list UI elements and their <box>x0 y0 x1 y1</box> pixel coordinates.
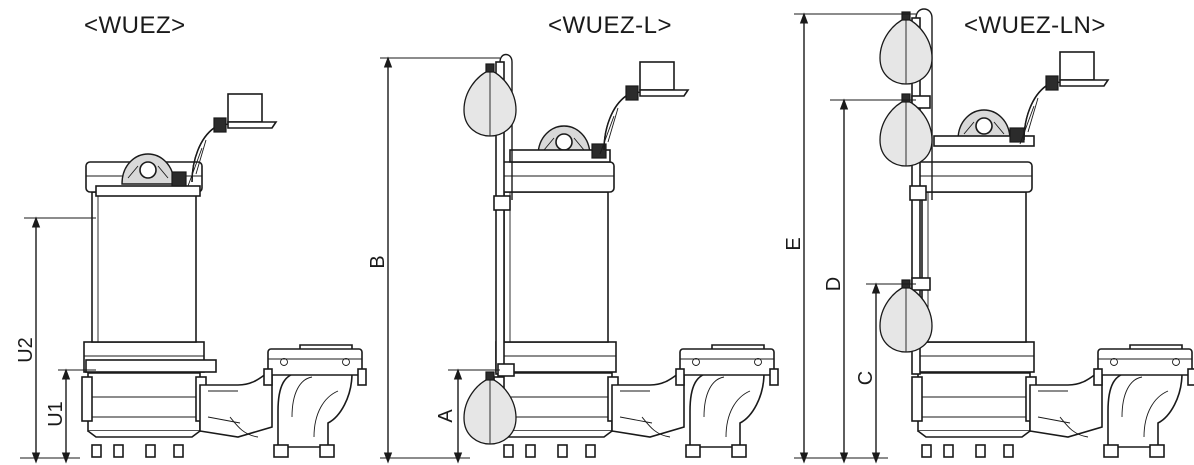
pump-wuez-l <box>463 53 779 458</box>
title-wuez: <WUEZ> <box>84 12 186 39</box>
pump-wuez-ln <box>879 8 1194 458</box>
dim-label-a: A <box>435 409 457 423</box>
title-wuez-ln: <WUEZ-LN> <box>964 12 1106 39</box>
pump-wuez <box>81 93 367 458</box>
dims-wuez-ln: E D C <box>783 12 916 464</box>
dims-wuez: U2 U1 <box>15 216 96 464</box>
dims-wuez-l: B A <box>367 56 500 464</box>
dim-label-u1: U1 <box>45 401 67 427</box>
title-wuez-l: <WUEZ-L> <box>548 12 673 39</box>
dim-label-b: B <box>367 255 389 268</box>
dim-label-c: C <box>855 371 877 385</box>
dim-label-d: D <box>823 277 845 291</box>
dim-label-u2: U2 <box>15 337 37 363</box>
dim-label-e: E <box>783 237 805 250</box>
